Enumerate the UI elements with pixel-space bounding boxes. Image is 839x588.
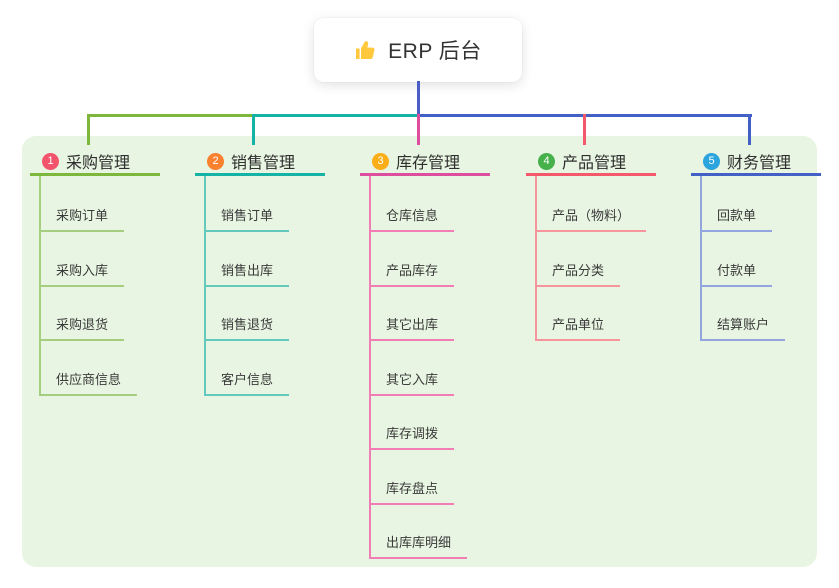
branch-label: 产品管理 (562, 155, 627, 172)
leaf-node[interactable]: 产品分类 (535, 263, 621, 287)
branch-number-badge: 4 (538, 152, 555, 170)
leaf-node[interactable]: 产品单位 (535, 317, 621, 341)
branch-label: 采购管理 (66, 155, 131, 172)
leaf-node[interactable]: 采购入库 (39, 263, 125, 287)
branch-stem-line (369, 176, 371, 559)
connector-drop-line (583, 114, 586, 145)
leaf-node[interactable]: 付款单 (700, 263, 773, 287)
connector-line (89, 114, 256, 117)
leaf-node[interactable]: 仓库信息 (369, 208, 455, 232)
thumbs-up-icon (354, 38, 378, 62)
leaf-node[interactable]: 结算账户 (700, 317, 786, 341)
connector-drop-line (87, 114, 90, 145)
branch-stem-line (535, 176, 537, 341)
branch-number-badge: 2 (207, 152, 224, 170)
branch-node-4[interactable]: 4 产品管理 (526, 149, 656, 176)
leaf-node[interactable]: 产品（物料） (535, 208, 647, 232)
root-node[interactable]: ERP 后台 (314, 18, 522, 82)
leaf-node[interactable]: 库存盘点 (369, 481, 455, 505)
root-connector-line (417, 81, 420, 117)
leaf-node[interactable]: 采购订单 (39, 208, 125, 232)
branch-label: 销售管理 (231, 155, 296, 172)
leaf-node[interactable]: 销售出库 (204, 263, 290, 287)
branch-label: 财务管理 (727, 155, 792, 172)
branch-node-2[interactable]: 2 销售管理 (195, 149, 325, 176)
leaf-node[interactable]: 其它入库 (369, 372, 455, 396)
branch-node-5[interactable]: 5 财务管理 (691, 149, 821, 176)
connector-drop-line (417, 114, 420, 145)
connector-line (254, 114, 421, 117)
branch-number-badge: 1 (42, 152, 59, 170)
leaf-node[interactable]: 采购退货 (39, 317, 125, 341)
branch-stem-line (700, 176, 702, 341)
leaf-node[interactable]: 销售订单 (204, 208, 290, 232)
leaf-node[interactable]: 库存调拨 (369, 426, 455, 450)
mindmap-panel (22, 136, 817, 567)
leaf-node[interactable]: 客户信息 (204, 372, 290, 396)
branch-node-3[interactable]: 3 库存管理 (360, 149, 490, 176)
leaf-node[interactable]: 产品库存 (369, 263, 455, 287)
leaf-node[interactable]: 出库库明细 (369, 535, 468, 559)
leaf-node[interactable]: 其它出库 (369, 317, 455, 341)
connector-drop-line (748, 114, 751, 145)
root-label: ERP 后台 (388, 40, 482, 63)
connector-drop-line (252, 114, 255, 145)
branch-number-badge: 3 (372, 152, 389, 170)
leaf-node[interactable]: 回款单 (700, 208, 773, 232)
leaf-node[interactable]: 供应商信息 (39, 372, 138, 396)
leaf-node[interactable]: 销售退货 (204, 317, 290, 341)
branch-number-badge: 5 (703, 152, 720, 170)
branch-node-1[interactable]: 1 采购管理 (30, 149, 160, 176)
branch-label: 库存管理 (396, 155, 461, 172)
